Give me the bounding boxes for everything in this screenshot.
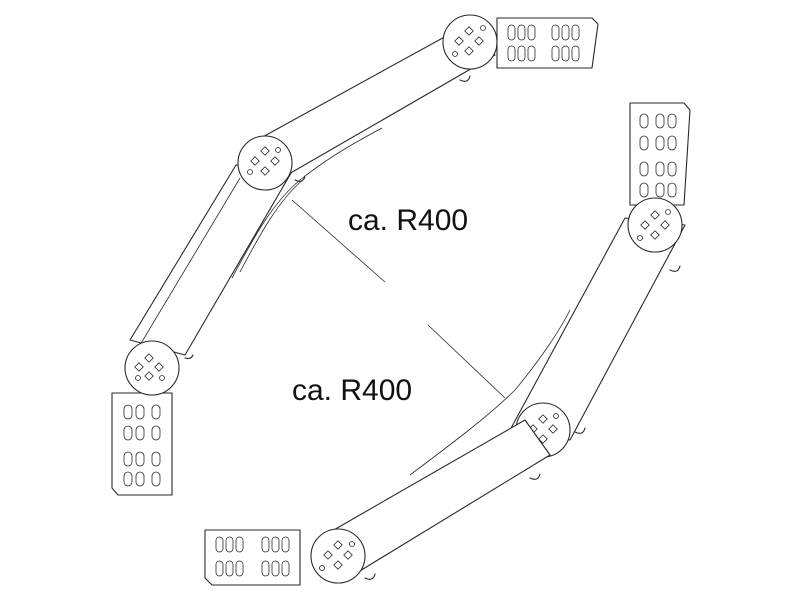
hinge-hook — [294, 175, 306, 182]
hinge-hook — [574, 427, 586, 434]
mounting-plate — [204, 529, 301, 586]
hinge-hook — [364, 573, 376, 580]
radius-label-lower: ca. R400 — [292, 374, 412, 407]
mounting-plate — [111, 392, 173, 496]
hinge-hook — [669, 265, 681, 272]
hinge-plate — [442, 14, 498, 70]
hinge-plate — [310, 528, 366, 584]
inner-curved-cheek — [231, 127, 383, 279]
mounting-plate — [496, 17, 599, 69]
inner-curved-cheek — [409, 309, 571, 476]
hinge-hook — [529, 473, 541, 480]
radius-label-upper: ca. R400 — [348, 204, 468, 237]
upper-left-riser-connector — [111, 14, 599, 496]
hinge-hook — [459, 75, 471, 82]
hinge-plate — [627, 197, 683, 253]
lower-arm — [310, 419, 551, 584]
upper-arm — [237, 14, 498, 191]
hinge-plate — [124, 340, 180, 396]
radius-leader-upper — [291, 199, 386, 283]
upper-arm — [509, 197, 686, 458]
lower-arm — [124, 164, 295, 396]
radius-leader-lower — [427, 324, 506, 399]
mounting-plate — [629, 102, 691, 206]
hinge-hook — [184, 354, 194, 360]
hinge-plate — [237, 135, 293, 191]
lower-right-riser-connector — [204, 102, 691, 586]
